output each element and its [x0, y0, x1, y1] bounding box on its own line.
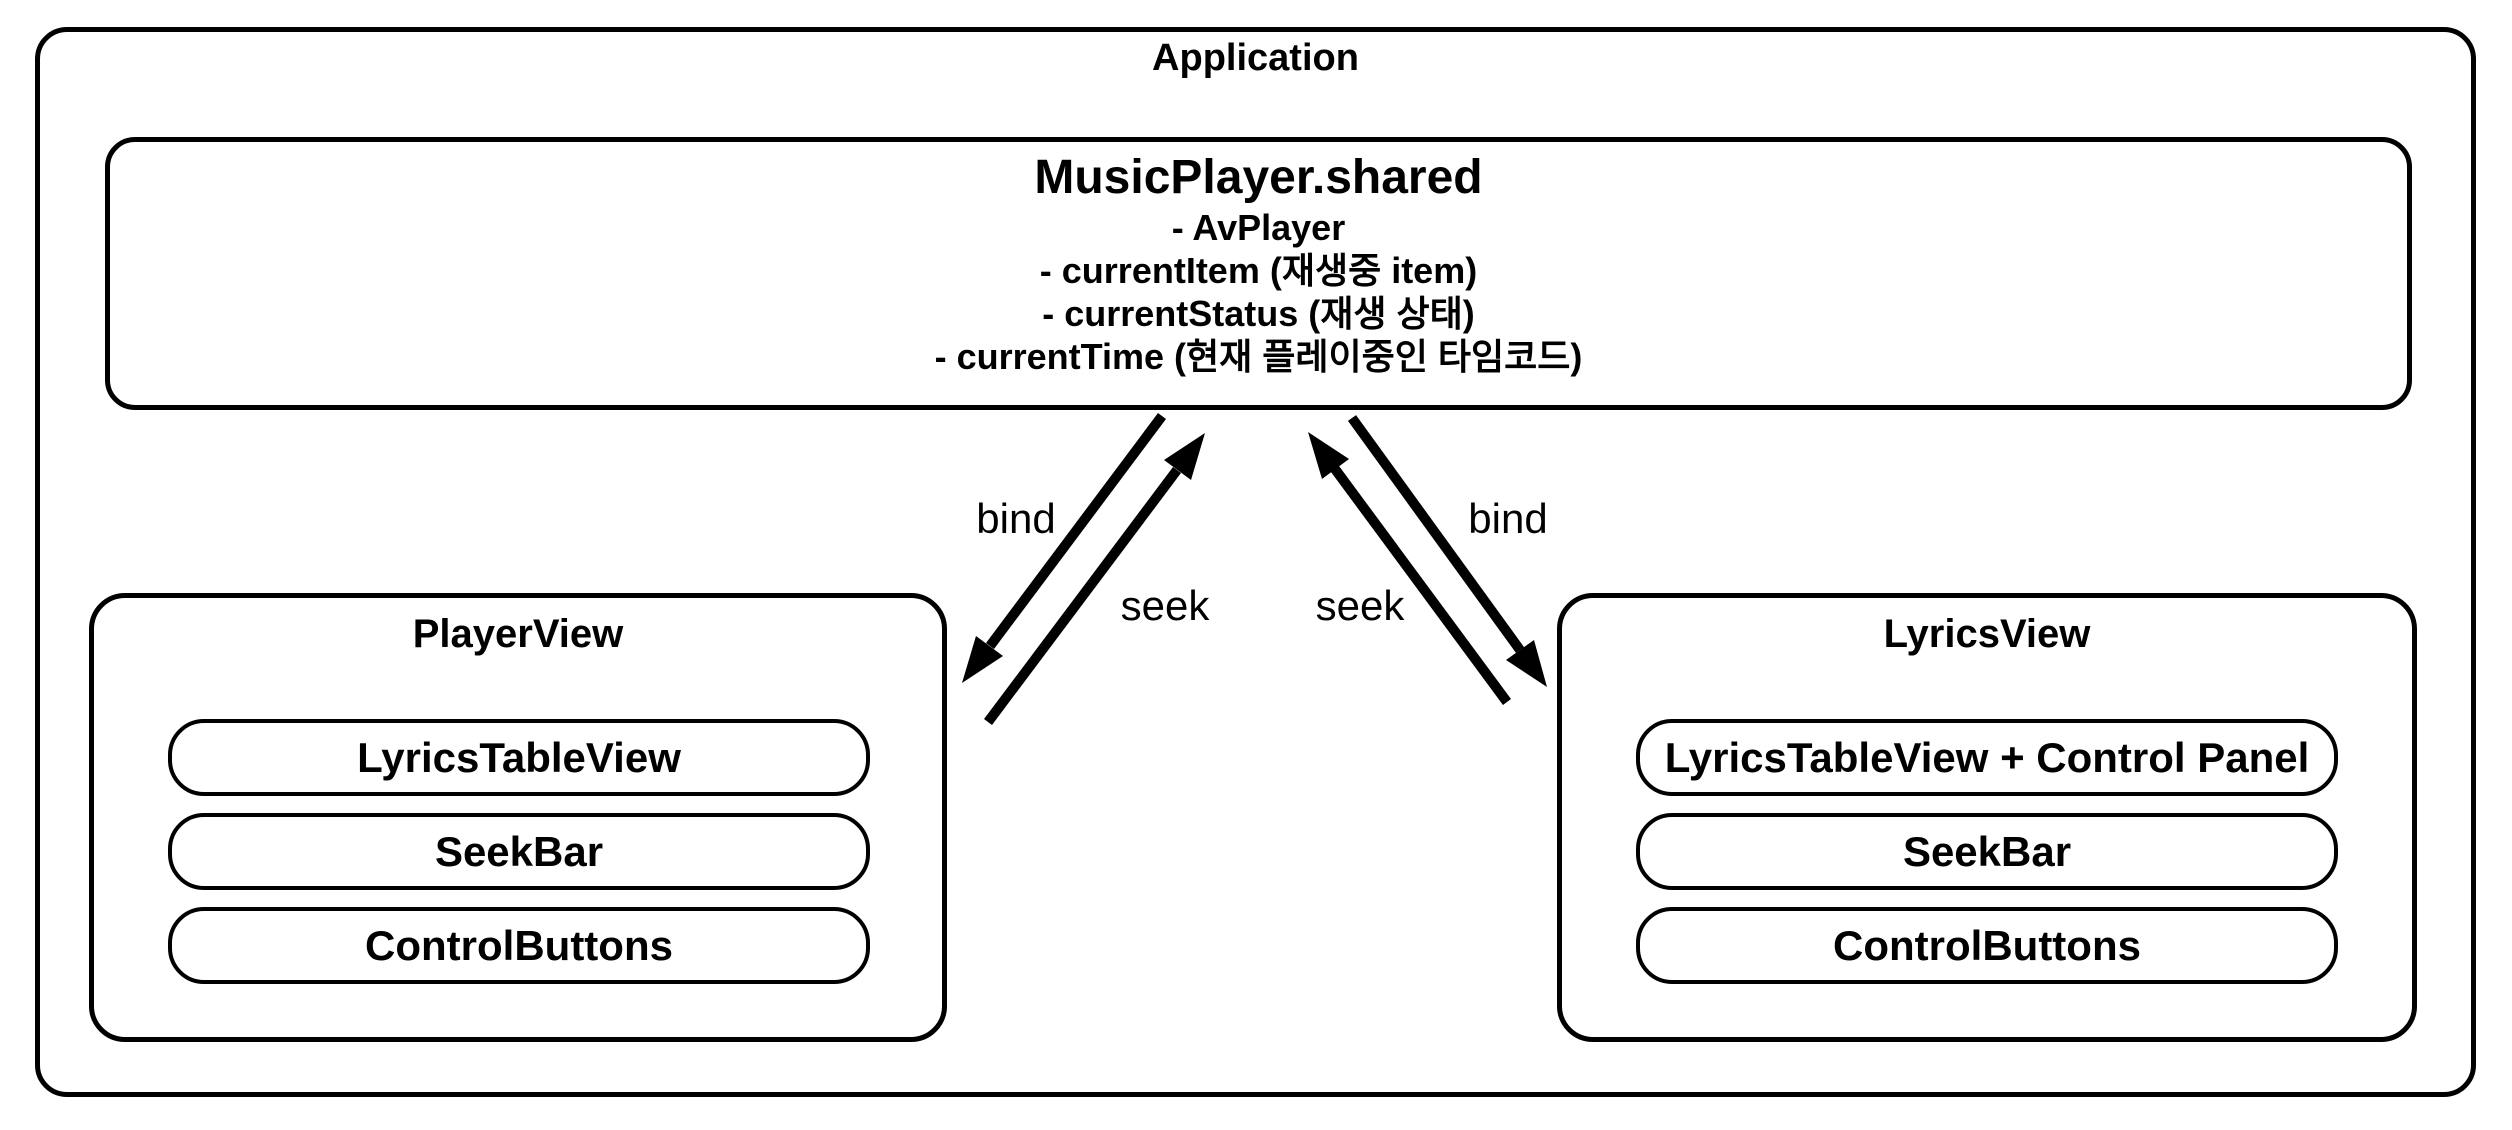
- application-box: [35, 27, 2476, 1097]
- music-player-item: - AvPlayer: [1171, 207, 1346, 248]
- player-view-child-control-buttons: ControlButtons: [168, 907, 870, 984]
- seek-arrow-right: [1308, 432, 1512, 705]
- music-player-item: - currentItem (재생중 item): [1039, 250, 1478, 291]
- lyrics-view-child-lyrics-table-view: LyricsTableView + Control Panel: [1636, 719, 2338, 796]
- edge-label-seek-left: seek: [1120, 582, 1210, 629]
- lyrics-view-child-control-buttons: ControlButtons: [1636, 907, 2338, 984]
- sub-box-label: ControlButtons: [365, 921, 673, 969]
- sub-box-label: SeekBar: [1902, 827, 2072, 875]
- music-player-item: - currentTime (현재 플레이중인 타임코드): [934, 336, 1583, 377]
- bind-arrow-left: [962, 413, 1167, 683]
- seek-arrow-left: [984, 433, 1205, 725]
- music-player-item: - currentStatus (재생 상태): [1042, 293, 1475, 334]
- sub-box-label: SeekBar: [434, 827, 604, 875]
- edge-label-seek-right: seek: [1315, 582, 1405, 629]
- lyrics-view-title: LyricsView: [1883, 612, 2091, 656]
- sub-box-label: LyricsTableView: [357, 733, 681, 781]
- sub-box-label: ControlButtons: [1833, 921, 2141, 969]
- lyrics-view-child-seek-bar: SeekBar: [1636, 813, 2338, 890]
- player-view-child-lyrics-table-view: LyricsTableView: [168, 719, 870, 796]
- player-view-title: PlayerView: [412, 612, 624, 656]
- player-view-child-seek-bar: SeekBar: [168, 813, 870, 890]
- sub-box-label: LyricsTableView + Control Panel: [1664, 733, 2310, 781]
- bind-arrow-right: [1347, 415, 1547, 687]
- application-title: Application: [1152, 37, 1359, 79]
- music-player-box: MusicPlayer.shared - AvPlayer - currentI…: [105, 137, 2412, 410]
- edge-label-bind-left: bind: [976, 495, 1056, 542]
- edge-label-bind-right: bind: [1468, 495, 1548, 542]
- music-player-title: MusicPlayer.shared: [1034, 151, 1483, 204]
